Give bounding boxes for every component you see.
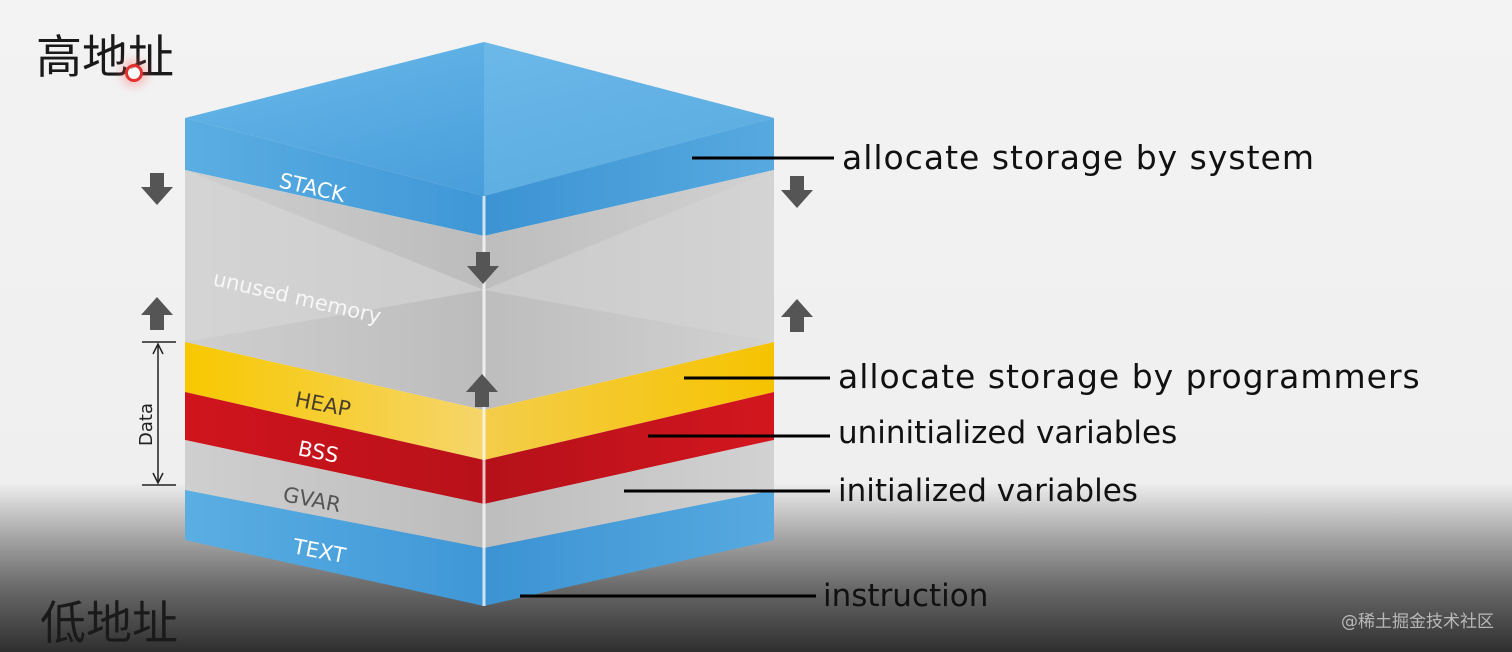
pointer-cursor bbox=[125, 64, 143, 82]
bss-left-face bbox=[185, 392, 484, 504]
up-arrow-icon bbox=[466, 374, 498, 407]
annotation-gvar: initialized variables bbox=[838, 473, 1138, 509]
heap-right-face bbox=[484, 342, 774, 460]
down-arrow-icon bbox=[467, 252, 499, 284]
annotation-bss: uninitialized variables bbox=[838, 415, 1178, 451]
high-address-label: 高地址 bbox=[36, 30, 174, 84]
stack-right-face bbox=[484, 118, 774, 236]
down-arrow-icon bbox=[781, 176, 813, 208]
data-bracket bbox=[142, 341, 176, 486]
down-arrow-icon bbox=[141, 173, 173, 205]
up-arrow-icon bbox=[781, 299, 813, 332]
heap-left-face bbox=[185, 342, 484, 460]
annotation-text: instruction bbox=[823, 578, 989, 614]
text-right-face bbox=[484, 490, 774, 606]
gvar-left-face bbox=[185, 440, 484, 548]
cube-top-face bbox=[185, 42, 774, 196]
stack-left-face bbox=[185, 118, 484, 236]
data-bracket-label: Data bbox=[136, 403, 157, 446]
annotation-heap: allocate storage by programmers bbox=[838, 357, 1421, 396]
gvar-right-face bbox=[484, 440, 774, 548]
annotation-stack: allocate storage by system bbox=[842, 138, 1315, 177]
low-address-label: 低地址 bbox=[40, 596, 178, 650]
bss-right-face bbox=[484, 392, 774, 504]
watermark: @稀土掘金技术社区 bbox=[1341, 612, 1494, 632]
up-arrow-icon bbox=[141, 297, 173, 330]
text-left-face bbox=[185, 490, 484, 606]
